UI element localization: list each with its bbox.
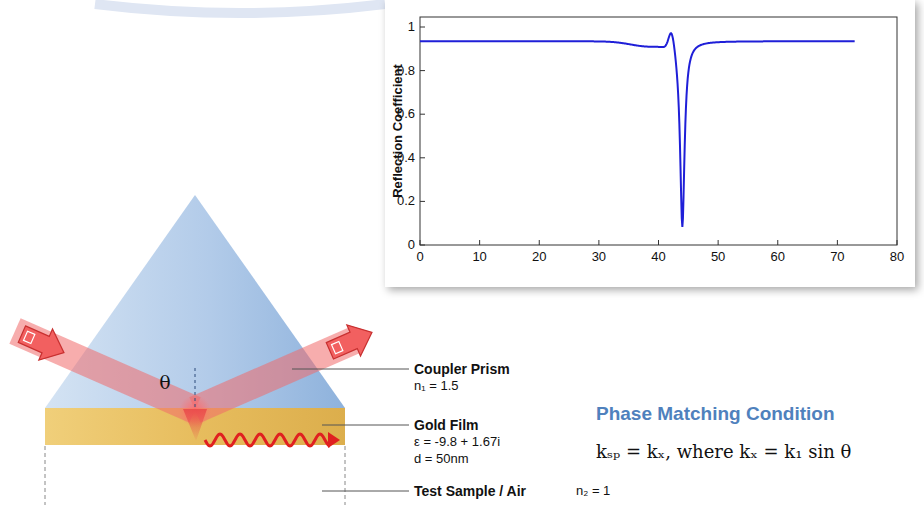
part-label: Gold Film	[414, 417, 479, 433]
normal-line	[195, 368, 196, 408]
value-label: d = 50nm	[414, 452, 469, 467]
beam-arrow	[15, 319, 71, 369]
tick-label: 50	[711, 250, 725, 265]
tick-mark	[420, 114, 425, 115]
tick-label: 0.4	[397, 150, 415, 165]
axis-title: Reflection Coefficient	[391, 64, 406, 198]
tick-label: 0	[416, 250, 423, 265]
tick-label: 80	[890, 250, 904, 265]
tick-label: 40	[651, 250, 665, 265]
tick-mark	[420, 201, 425, 202]
value-label: ε = -9.8 + 1.67i	[414, 435, 500, 450]
tick-mark	[837, 240, 838, 245]
tick-mark	[420, 70, 425, 71]
reflection-curve	[420, 33, 855, 227]
tick-mark	[479, 240, 480, 245]
beam-arrow	[323, 317, 379, 367]
tick-mark	[420, 27, 425, 28]
tick-mark	[598, 240, 599, 245]
tick-mark	[539, 240, 540, 245]
leader-line	[322, 491, 409, 492]
chart-panel	[385, 0, 915, 287]
part-label: Coupler Prism	[414, 361, 510, 377]
tick-mark	[420, 157, 425, 158]
evanescent-field	[183, 409, 207, 441]
tick-mark	[420, 245, 425, 246]
tick-label: 0.6	[397, 107, 415, 122]
tick-mark	[897, 240, 898, 245]
heading: Phase Matching Condition	[596, 403, 835, 425]
tick-label: 0.2	[397, 194, 415, 209]
plasmon-arrowhead	[328, 432, 340, 448]
formula: kₛₚ = kₓ, where kₓ = k₁ sin θ	[596, 442, 851, 463]
sample-boundary	[345, 446, 346, 505]
tick-marks	[420, 27, 897, 245]
tick-label: 1	[408, 20, 415, 35]
value-label: n₁ = 1.5	[414, 379, 459, 394]
plot-frame	[420, 17, 897, 245]
tick-mark	[658, 240, 659, 245]
tick-label: 0	[408, 238, 415, 253]
tick-label: 70	[830, 250, 844, 265]
tick-label: 10	[472, 250, 486, 265]
part-label: Test Sample / Air	[414, 483, 526, 499]
sample-boundary	[45, 446, 46, 505]
tick-label: 20	[532, 250, 546, 265]
plasmon-wave	[205, 434, 330, 446]
leader-line	[322, 425, 409, 426]
tick-mark	[777, 240, 778, 245]
angle-label: θ	[159, 372, 170, 394]
tick-label: 30	[592, 250, 606, 265]
tick-mark	[420, 240, 421, 245]
tick-mark	[718, 240, 719, 245]
leader-line	[292, 369, 409, 370]
tick-label: 60	[771, 250, 785, 265]
tick-label: 0.8	[397, 63, 415, 78]
gold-film	[45, 408, 345, 445]
value-label: n₂ = 1	[576, 484, 610, 499]
watermark-band	[95, 4, 385, 13]
